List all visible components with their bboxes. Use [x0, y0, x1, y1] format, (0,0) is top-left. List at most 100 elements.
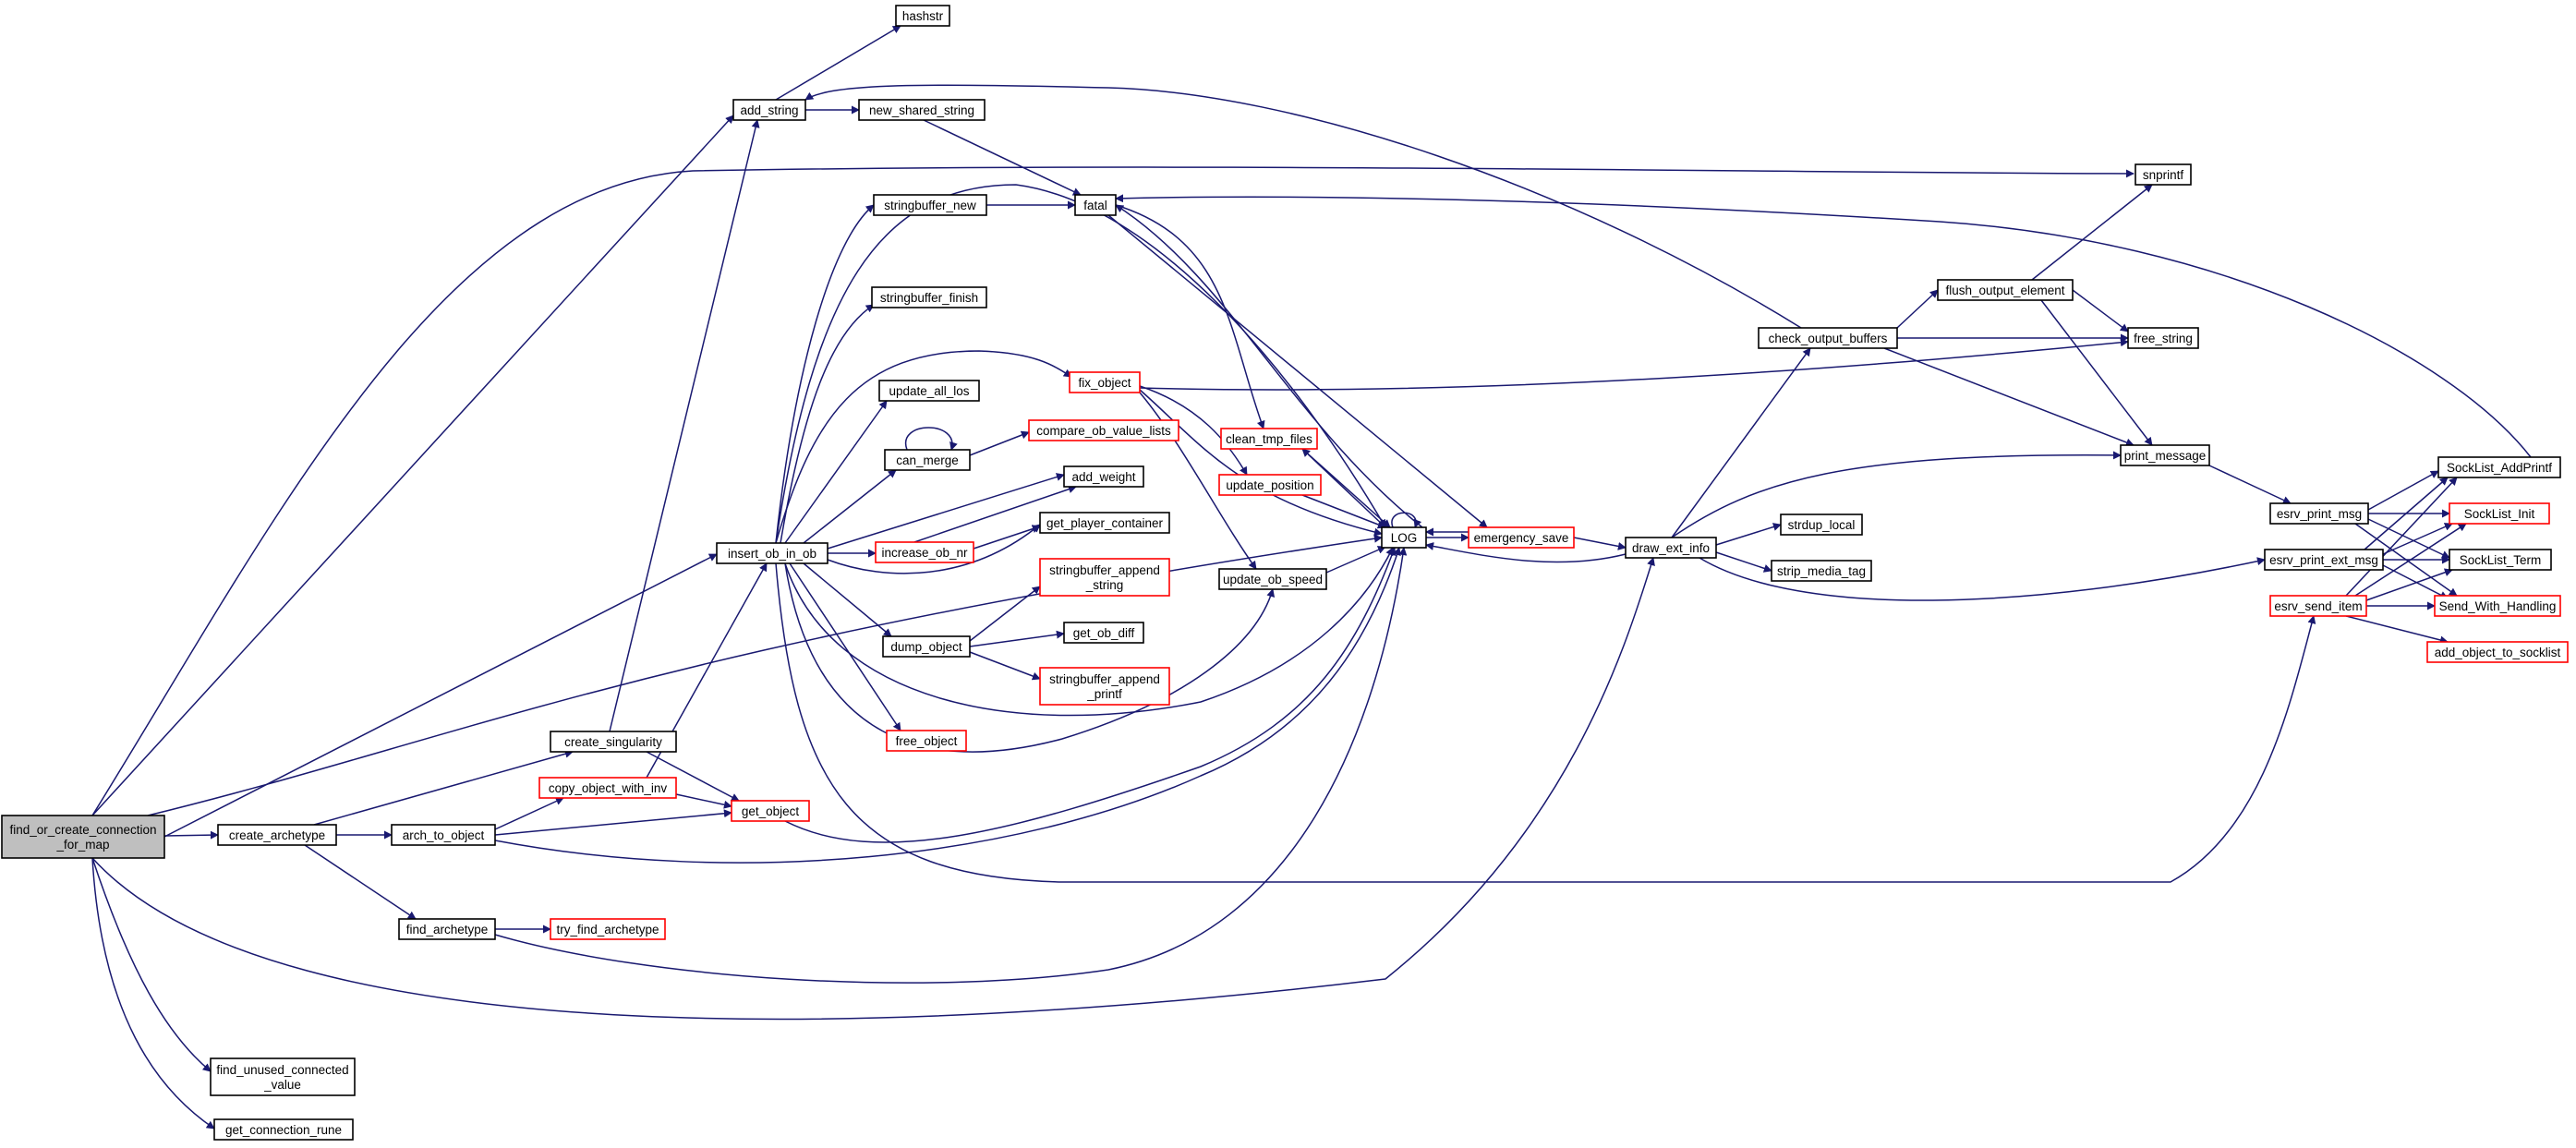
node-stringbuffer_append_printf[interactable]: stringbuffer_append_printf: [1039, 667, 1170, 706]
edge-insert_ob_in_ob-to-update_all_los: [784, 400, 888, 544]
node-label: find_archetype: [406, 923, 489, 937]
node-get_player_container[interactable]: get_player_container: [1039, 512, 1170, 534]
node-increase_ob_nr[interactable]: increase_ob_nr: [875, 541, 974, 563]
edge-esrv_send_item-to-add_object_to_socklist: [2345, 615, 2449, 645]
node-stringbuffer_new[interactable]: stringbuffer_new: [873, 194, 987, 216]
node-create_singularity[interactable]: create_singularity: [550, 731, 677, 753]
node-compare_ob_value_lists[interactable]: compare_ob_value_lists: [1028, 419, 1179, 441]
node-add_string[interactable]: add_string: [732, 99, 806, 121]
edge-draw_ext_info-to-strip_media_tag: [1715, 551, 1772, 573]
edge-find_or_create_connection_for_map-to-insert_ob_in_ob: [163, 553, 718, 838]
node-find_archetype[interactable]: find_archetype: [398, 918, 496, 940]
node-label: free_string: [2134, 332, 2193, 345]
node-esrv_print_ext_msg[interactable]: esrv_print_ext_msg: [2264, 549, 2384, 571]
edge-insert_ob_in_ob-to-LOG: [784, 547, 1394, 717]
node-update_ob_speed[interactable]: update_ob_speed: [1218, 568, 1327, 590]
node-label: strdup_local: [1788, 518, 1856, 532]
edge-esrv_print_msg-to-SockList_AddPrintf: [2367, 470, 2439, 511]
edge-fatal-to-clean_tmp_files: [1115, 204, 1265, 429]
node-try_find_archetype[interactable]: try_find_archetype: [550, 918, 666, 940]
node-label: esrv_print_ext_msg: [2269, 553, 2378, 567]
edge-LOG-to-LOG: [1391, 512, 1422, 528]
node-label: free_object: [896, 734, 958, 748]
node-can_merge[interactable]: can_merge: [884, 449, 971, 471]
node-box: [1780, 514, 1863, 536]
node-strip_media_tag[interactable]: strip_media_tag: [1771, 560, 1872, 582]
edge-find_or_create_connection_for_map-to-create_archetype: [163, 830, 219, 840]
edge-draw_ext_info-to-LOG: [1425, 541, 1627, 563]
node-flush_output_element[interactable]: flush_output_element: [1937, 279, 2074, 301]
node-label: stringbuffer_append: [1049, 563, 1160, 577]
node-strdup_local[interactable]: strdup_local: [1780, 514, 1863, 536]
edge-find_or_create_connection_for_map-to-LOG: [147, 534, 1383, 816]
edge-LOG-to-fatal: [1115, 204, 1423, 528]
node-copy_object_with_inv[interactable]: copy_object_with_inv: [538, 777, 677, 799]
edge-LOG-to-clean_tmp_files: [1301, 448, 1386, 528]
edge-find_or_create_connection_for_map-to-draw_ext_info: [91, 557, 1655, 1021]
edge-check_output_buffers-to-print_message: [1883, 347, 2135, 447]
edge-esrv_print_msg-to-SockList_Term: [2367, 518, 2450, 559]
node-box: [210, 1057, 356, 1096]
node-update_all_los[interactable]: update_all_los: [878, 380, 980, 402]
node-update_position[interactable]: update_position: [1218, 474, 1322, 496]
node-arch_to_object[interactable]: arch_to_object: [391, 824, 496, 846]
node-insert_ob_in_ob[interactable]: insert_ob_in_ob: [716, 542, 828, 564]
edge-draw_ext_info-to-esrv_print_ext_msg: [1699, 557, 2266, 601]
node-esrv_print_msg[interactable]: esrv_print_msg: [2269, 502, 2369, 525]
edge-create_singularity-to-add_string: [609, 119, 760, 732]
node-box: [2120, 444, 2210, 466]
node-find_unused_connected_value[interactable]: find_unused_connected_value: [210, 1057, 356, 1096]
node-hashstr[interactable]: hashstr: [895, 5, 950, 27]
node-stringbuffer_finish[interactable]: stringbuffer_finish: [871, 286, 987, 308]
node-free_string[interactable]: free_string: [2127, 327, 2199, 349]
node-label: draw_ext_info: [1632, 541, 1710, 555]
node-draw_ext_info[interactable]: draw_ext_info: [1625, 537, 1717, 559]
node-box: [538, 777, 677, 799]
node-SockList_AddPrintf[interactable]: SockList_AddPrintf: [2437, 456, 2561, 478]
node-print_message[interactable]: print_message: [2120, 444, 2210, 466]
node-emergency_save[interactable]: emergency_save: [1468, 526, 1575, 549]
node-box: [1381, 526, 1427, 549]
node-clean_tmp_files[interactable]: clean_tmp_files: [1220, 428, 1318, 450]
node-LOG[interactable]: LOG: [1381, 526, 1427, 549]
node-add_weight[interactable]: add_weight: [1063, 465, 1144, 488]
node-snprintf[interactable]: snprintf: [2135, 163, 2192, 186]
node-dump_object[interactable]: dump_object: [882, 635, 971, 658]
node-check_output_buffers[interactable]: check_output_buffers: [1758, 327, 1898, 349]
node-box: [1218, 568, 1327, 590]
edge-insert_ob_in_ob-to-stringbuffer_finish: [780, 304, 875, 544]
node-label: stringbuffer_finish: [880, 291, 978, 305]
node-box: [2264, 549, 2384, 571]
node-esrv_send_item[interactable]: esrv_send_item: [2269, 595, 2367, 617]
edge-esrv_print_ext_msg-to-SockList_Init: [2382, 523, 2453, 555]
edge-fix_object-to-LOG: [1139, 389, 1383, 537]
node-stringbuffer_append_string[interactable]: stringbuffer_append_string: [1039, 558, 1170, 597]
node-free_object[interactable]: free_object: [886, 730, 967, 752]
node-add_object_to_socklist[interactable]: add_object_to_socklist: [2426, 641, 2569, 663]
node-new_shared_string[interactable]: new_shared_string: [858, 99, 986, 121]
node-box: [1039, 558, 1170, 597]
node-box: [882, 635, 971, 658]
node-get_connection_rune[interactable]: get_connection_rune: [213, 1118, 354, 1141]
node-fix_object[interactable]: fix_object: [1069, 371, 1141, 393]
node-box: [217, 824, 337, 846]
edge-draw_ext_info-to-print_message: [1671, 451, 2122, 538]
node-create_archetype[interactable]: create_archetype: [217, 824, 337, 846]
node-Send_With_Handling[interactable]: Send_With_Handling: [2434, 595, 2561, 617]
edge-insert_ob_in_ob-to-LOG: [775, 184, 1386, 544]
edge-update_ob_speed-to-LOG: [1325, 546, 1386, 574]
node-box: [1218, 474, 1322, 496]
node-box: [873, 194, 987, 216]
node-find_or_create_connection_for_map[interactable]: find_or_create_connection_for_map: [1, 815, 165, 859]
node-SockList_Init[interactable]: SockList_Init: [2449, 502, 2550, 525]
edge-can_merge-to-compare_ob_value_lists: [969, 430, 1030, 456]
node-label: try_find_archetype: [556, 923, 659, 937]
node-fatal[interactable]: fatal: [1074, 194, 1117, 216]
node-get_ob_diff[interactable]: get_ob_diff: [1063, 622, 1144, 644]
node-get_object[interactable]: get_object: [731, 800, 810, 822]
edge-create_singularity-to-get_object: [646, 751, 740, 802]
node-label: esrv_print_msg: [2277, 507, 2362, 521]
node-SockList_Term[interactable]: SockList_Term: [2449, 549, 2552, 571]
edge-dump_object-to-stringbuffer_append_string: [969, 586, 1041, 642]
